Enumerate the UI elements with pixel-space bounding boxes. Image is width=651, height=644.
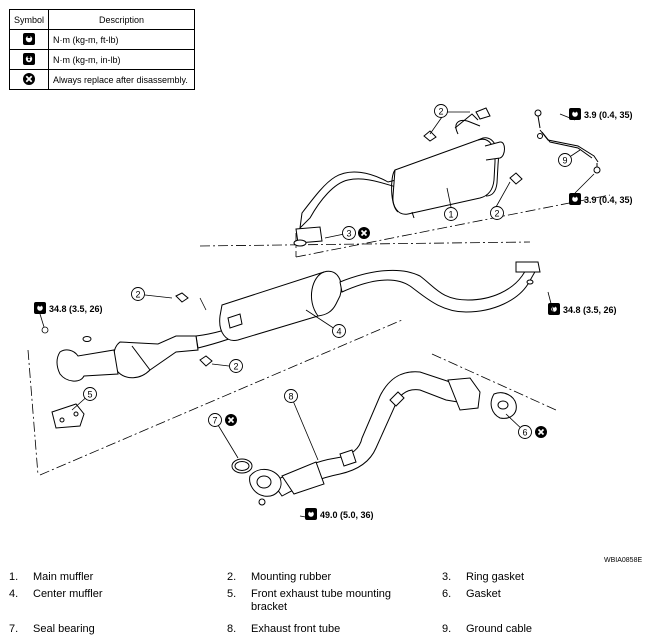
torque-ftlb-icon	[9, 29, 49, 50]
callout-5: 5	[87, 390, 92, 400]
figure-code: WBIA0858E	[604, 557, 643, 564]
legend-row-3-text: Always replace after disassembly.	[48, 69, 195, 90]
torque-value: 34.8 (3.5, 26)	[49, 304, 103, 314]
part-name: Seal bearing	[33, 623, 95, 635]
callout-9: 9	[562, 156, 567, 166]
part-number: 3.	[442, 571, 452, 583]
torque-icon	[548, 303, 560, 315]
part-name: Ring gasket	[466, 571, 525, 583]
always-replace-icon	[534, 425, 548, 439]
callout-2: 2	[494, 209, 499, 219]
parts-list: 1. Main muffler 2. Mounting rubber 3. Ri…	[9, 571, 609, 640]
ground-cable-drawing	[534, 109, 601, 174]
part-number: 6.	[442, 588, 452, 600]
main-muffler-drawing	[293, 107, 523, 247]
parts-row: 1. Main muffler 2. Mounting rubber 3. Ri…	[9, 571, 609, 588]
callout-8: 8	[288, 392, 293, 402]
part-name: Center muffler	[33, 588, 103, 600]
part-name: Mounting rubber	[251, 571, 332, 583]
part-number: 9.	[442, 623, 452, 635]
torque-icon	[305, 508, 317, 520]
legend-table: Symbol Description N·m (kg-m, ft-lb) N·m…	[9, 9, 195, 90]
part-name: Main muffler	[33, 571, 94, 583]
callout-4: 4	[336, 327, 341, 337]
torque-value: 34.8 (3.5, 26)	[563, 305, 617, 315]
front-tube-drawing	[231, 371, 517, 506]
callout-6: 6	[522, 428, 527, 438]
torque-value: 3.9 (0.4, 35)	[584, 110, 633, 120]
parts-row: 7. Seal bearing 8. Exhaust front tube 9.…	[9, 623, 609, 640]
part-name: Exhaust front tube	[251, 623, 341, 635]
callout-2: 2	[233, 362, 238, 372]
callout-2: 2	[438, 107, 443, 117]
parts-row: 4. Center muffler 5. Front exhaust tube …	[9, 588, 609, 623]
part-number: 2.	[227, 571, 237, 583]
part-name: Ground cable	[466, 623, 533, 635]
bracket-drawing	[51, 403, 85, 429]
callout-7: 7	[212, 416, 217, 426]
torque-icon	[34, 302, 46, 314]
callout-3: 3	[346, 229, 351, 239]
part-name: Gasket	[466, 588, 501, 600]
part-number: 8.	[227, 623, 237, 635]
always-replace-icon	[224, 413, 238, 427]
part-number: 1.	[9, 571, 19, 583]
part-name: Front exhaust tube mounting bracket	[251, 588, 392, 613]
exhaust-system-diagram: 2 1 2 3 9 4 2 2 5 8 7 6 3.9 (0.4, 35) 3.…	[27, 104, 633, 520]
torque-value: 3.9 (0.4, 35)	[584, 195, 633, 205]
torque-icon	[569, 193, 581, 205]
callout-1: 1	[448, 210, 453, 220]
callout-2: 2	[135, 290, 140, 300]
part-number: 5.	[227, 588, 237, 600]
center-muffler-drawing	[56, 261, 541, 382]
part-number: 7.	[9, 623, 19, 635]
torque-value: 49.0 (5.0, 36)	[320, 510, 374, 520]
part-number: 4.	[9, 588, 19, 600]
always-replace-icon	[357, 226, 371, 240]
